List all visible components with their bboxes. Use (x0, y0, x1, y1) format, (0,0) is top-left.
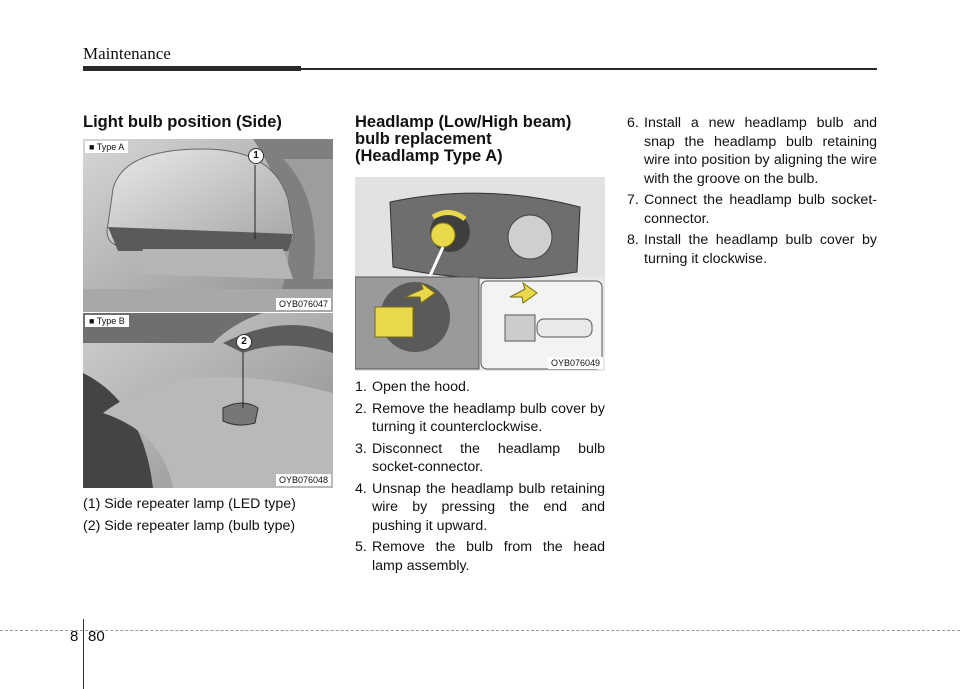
headlamp-steps-1: 1. Open the hood. 2. Remove the headlamp b… (355, 378, 605, 578)
mirror-illustration (83, 139, 333, 312)
figure-type-b: 2 ■ Type B OYB076048 (83, 313, 333, 488)
step-number: 1. (355, 379, 367, 395)
step-item: 6. Install a new headlamp bulb and snap t… (627, 114, 877, 188)
side-bulb-heading: Light bulb position (Side) (83, 113, 282, 131)
figure-type-a: 1 ■ Type A OYB076047 (83, 139, 333, 312)
step-item: 4. Unsnap the headlamp bulb retaining wir… (355, 480, 605, 536)
page-number: 80 (88, 628, 105, 645)
step-number: 4. (355, 480, 367, 497)
headlamp-steps-2: 6. Install a new headlamp bulb and snap t… (627, 114, 877, 271)
caption-item: (1) Side repeater lamp (LED type) (83, 496, 296, 512)
callout-1: 1 (248, 148, 264, 164)
figure-code-headlamp: OYB076049 (547, 357, 603, 369)
caption-item: (2) Side repeater lamp (bulb type) (83, 517, 296, 534)
side-bulb-captions: (1) Side repeater lamp (LED type) (2) Si… (83, 495, 343, 538)
step-text: Unsnap the headlamp bulb retaining wire … (372, 480, 605, 534)
headlamp-heading-line: bulb replacement (355, 130, 492, 148)
headlamp-heading-line: (Headlamp Type A) (355, 147, 503, 165)
figure-code-b: OYB076048 (275, 474, 331, 486)
type-b-tag: ■ Type B (85, 315, 129, 327)
headlamp-heading-line: Headlamp (Low/High beam) (355, 113, 572, 131)
step-number: 3. (355, 440, 367, 457)
footer-vertical-rule (83, 619, 84, 689)
callout-2: 2 (236, 334, 252, 350)
section-number: 8 (70, 628, 79, 645)
footer-dashed-rule (0, 630, 960, 631)
header-rule-thick (83, 66, 301, 71)
step-number: 8. (627, 232, 639, 248)
step-text: Remove the headlamp bulb cover by turnin… (372, 400, 605, 436)
step-number: 7. (627, 192, 639, 208)
type-a-tag: ■ Type A (85, 141, 129, 153)
headlamp-heading: Headlamp (Low/High beam) bulb replacemen… (355, 114, 615, 165)
step-item: 3. Disconnect the headlamp bulb socket-co… (355, 440, 605, 477)
step-text: Remove the bulb from the head lamp assem… (372, 539, 605, 574)
step-text: Disconnect the headlamp bulb socket-conn… (372, 440, 605, 476)
step-item: 5. Remove the bulb from the head lamp ass… (355, 538, 605, 575)
step-item: 1. Open the hood. (355, 378, 605, 397)
figure-code-a: OYB076047 (275, 298, 331, 310)
step-item: 2. Remove the headlamp bulb cover by turn… (355, 400, 605, 437)
step-text: Install a new headlamp bulb and snap the… (644, 115, 877, 187)
step-item: 7. Connect the headlamp bulb socket-conne… (627, 191, 877, 228)
step-number: 5. (355, 539, 367, 555)
step-item: 8. Install the headlamp bulb cover by tur… (627, 231, 877, 268)
header-rule-thin (301, 68, 877, 70)
step-number: 6. (627, 115, 639, 131)
fender-illustration (83, 313, 333, 488)
figure-headlamp: OYB076049 (354, 177, 605, 371)
step-text: Connect the headlamp bulb socket-connect… (644, 192, 877, 227)
section-title: Maintenance (83, 44, 171, 63)
step-number: 2. (355, 400, 367, 417)
step-text: Install the headlamp bulb cover by turni… (644, 232, 877, 267)
headlamp-illustration (354, 177, 605, 370)
step-text: Open the hood. (372, 379, 470, 395)
